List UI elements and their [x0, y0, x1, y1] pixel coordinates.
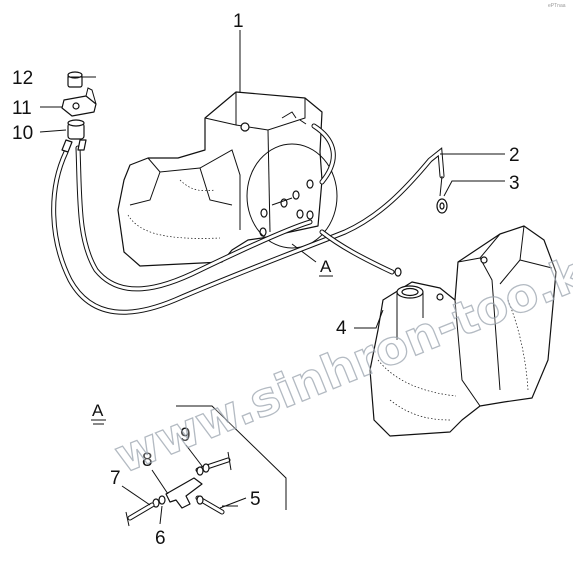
- part-label-3: 3: [509, 173, 520, 194]
- pump-part-10: [61, 119, 87, 153]
- leader-lines: [39, 30, 505, 525]
- tank-upper: [117, 91, 323, 267]
- part-label-6: 6: [155, 528, 166, 549]
- detail-marker-a: A: [320, 257, 332, 276]
- bracket-part-11: [61, 87, 97, 117]
- detail-circle: [246, 143, 338, 249]
- part-label-10: 10: [12, 123, 33, 144]
- detail-leader: [291, 243, 317, 263]
- hose-long: [51, 123, 445, 315]
- detail-frame: [176, 405, 287, 510]
- part-label-7: 7: [110, 468, 121, 489]
- cap-part-12: [67, 71, 83, 88]
- clamp-part-3: [436, 175, 448, 214]
- detail-title-a: A: [92, 401, 104, 420]
- part-label-4: 4: [336, 318, 347, 339]
- part-label-2: 2: [509, 145, 520, 166]
- corner-code: ePTnaa: [548, 3, 566, 9]
- part-label-8: 8: [142, 450, 153, 471]
- part-label-9: 9: [180, 425, 191, 446]
- part-label-1: 1: [233, 11, 244, 32]
- detail-a-assembly: [125, 451, 238, 527]
- part-label-5: 5: [250, 489, 261, 510]
- tank-lower: [369, 225, 557, 437]
- part-label-11: 11: [12, 98, 32, 119]
- part-label-12: 12: [12, 68, 33, 89]
